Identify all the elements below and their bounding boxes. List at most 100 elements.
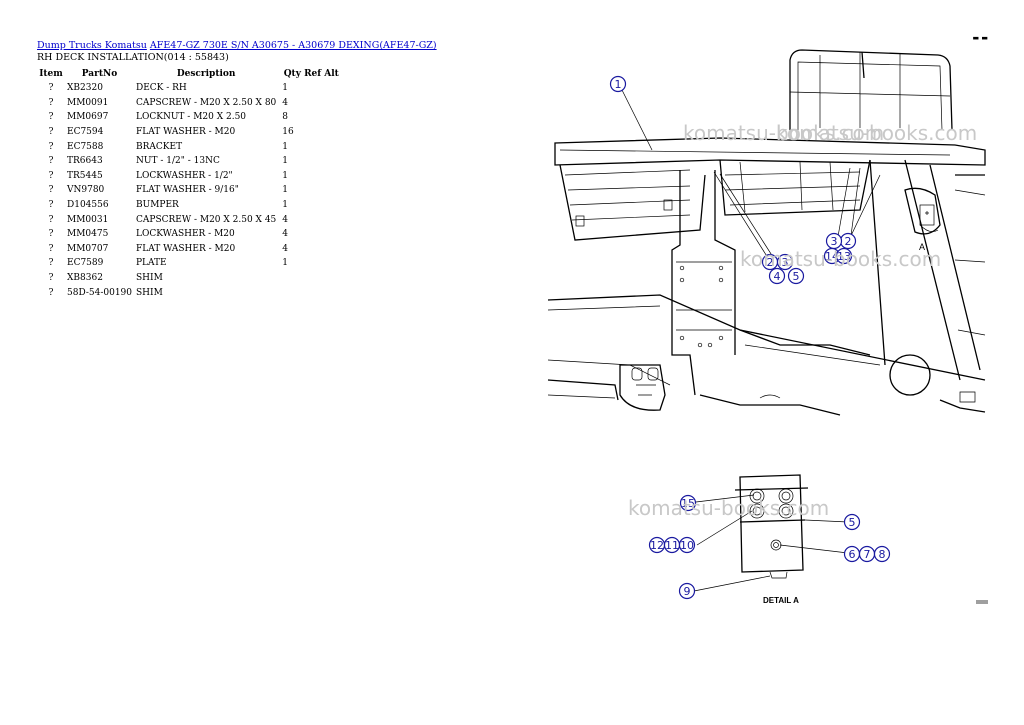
callout-bubble: 1 [609,75,627,93]
callout-number: 2 [767,256,774,269]
qty-cell: 1 [282,83,289,94]
item-cell: ? [48,170,54,181]
callout-number: 11 [665,539,679,552]
partno-cell: EC7588 [67,141,104,152]
watermark-2: komatsu-books.com [776,121,977,145]
item-cell: ? [48,273,54,284]
partno-cell: EC7594 [67,127,104,138]
callout-bubble: 9 [678,582,696,600]
table-row: ? XB2320 DECK - RH 1 [37,81,344,96]
callout-circle [768,267,786,285]
callout-bubble: 7 [858,545,876,563]
callout-number: 1 [615,78,622,91]
description-cell: NUT - 1/2" - 13NC [136,156,220,167]
item-cell: ? [48,287,54,298]
callout-circle [609,75,627,93]
corner-mark: ▬ ▬ [972,34,988,42]
qty-cell: 1 [282,141,289,152]
col-header-qty: Qty Ref Alt [283,68,339,79]
callout-number: 10 [680,539,694,552]
qty-cell: 4 [282,243,289,254]
description-cell: CAPSCREW - M20 X 2.50 X 80 [136,97,277,108]
partno-cell: TR5445 [67,170,103,181]
callout-circle [776,253,794,271]
callout-bubble: 2 [761,253,779,271]
item-cell: ? [48,112,54,123]
partno-cell: TR6643 [67,156,103,167]
description-cell: LOCKNUT - M20 X 2.50 [136,112,247,123]
description-cell: FLAT WASHER - M20 [136,243,236,254]
item-cell: ? [48,258,54,269]
callout-number: 15 [681,497,695,510]
watermark-1: komatsu-books.com [683,121,884,145]
callout-number: 3 [782,256,789,269]
qty-cell: 4 [282,229,289,240]
callout-bubble: 3 [776,253,794,271]
callout-number: 8 [879,548,886,561]
callout-circle [679,494,697,512]
description-cell: LOCKWASHER - M20 [136,229,235,240]
callout-bubble: 13 [835,247,853,265]
breadcrumb-link-model[interactable]: AFE47-GZ 730E S/N A30675 - A30679 DEXING… [149,40,437,51]
item-cell: ? [48,97,54,108]
partno-cell: XB8362 [67,273,103,284]
callout-number: 13 [837,250,851,263]
qty-cell: 8 [282,112,289,123]
breadcrumb-link-dump-trucks[interactable]: Dump Trucks Komatsu [37,40,147,51]
qty-cell: 1 [282,170,289,181]
description-cell: SHIM [136,273,163,284]
callout-bubble: 6 [843,545,861,563]
callout-number: 7 [864,548,871,561]
view-letter: A [919,242,925,252]
description-cell: FLAT WASHER - M20 [136,127,236,138]
description-cell: BUMPER [136,200,179,211]
callout-bubble: 8 [873,545,891,563]
callout-circle [873,545,891,563]
qty-cell: 1 [282,156,289,167]
page-subtitle: RH DECK INSTALLATION(014 : 55843) [37,52,229,63]
callout-bubble: 12 [648,536,666,554]
table-row: ? TR6643 NUT - 1/2" - 13NC 1 [37,154,344,169]
rh-deck-drawing: A [547,49,986,416]
breadcrumb: Dump Trucks Komatsu AFE47-GZ 730E S/N A3… [37,40,437,51]
qty-cell: 1 [282,258,289,269]
qty-cell: 16 [282,127,294,138]
item-cell: ? [48,214,54,225]
callout-number: 6 [849,548,856,561]
partno-cell: VN9780 [67,185,105,196]
table-row: ? XB8362 SHIM [37,271,344,286]
col-header-partno: PartNo [81,68,118,79]
description-cell: DECK - RH [136,83,187,94]
item-cell: ? [48,156,54,167]
description-cell: FLAT WASHER - 9/16" [136,185,239,196]
callout-number: 5 [793,270,800,283]
description-cell: BRACKET [136,141,183,152]
callout-number: 14 [825,250,839,263]
watermark-3: komatsu-books.com [740,247,941,271]
callout-bubble: 15 [679,494,697,512]
partno-cell: MM0475 [67,229,109,240]
callout-circle [843,513,861,531]
col-header-item: Item [39,68,63,79]
partno-cell: 58D-54-00190 [67,287,132,298]
callout-number: 2 [845,235,852,248]
col-header-description: Description [176,68,236,79]
callout-number: 4 [774,270,781,283]
callout-circle [835,247,853,265]
partno-cell: EC7589 [67,258,104,269]
callout-bubble: 5 [843,513,861,531]
qty-cell: 1 [282,185,289,196]
item-cell: ? [48,83,54,94]
item-cell: ? [48,229,54,240]
partno-cell: XB2320 [67,83,103,94]
callout-circle [787,267,805,285]
partno-cell: MM0091 [67,97,109,108]
description-cell: SHIM [136,287,163,298]
